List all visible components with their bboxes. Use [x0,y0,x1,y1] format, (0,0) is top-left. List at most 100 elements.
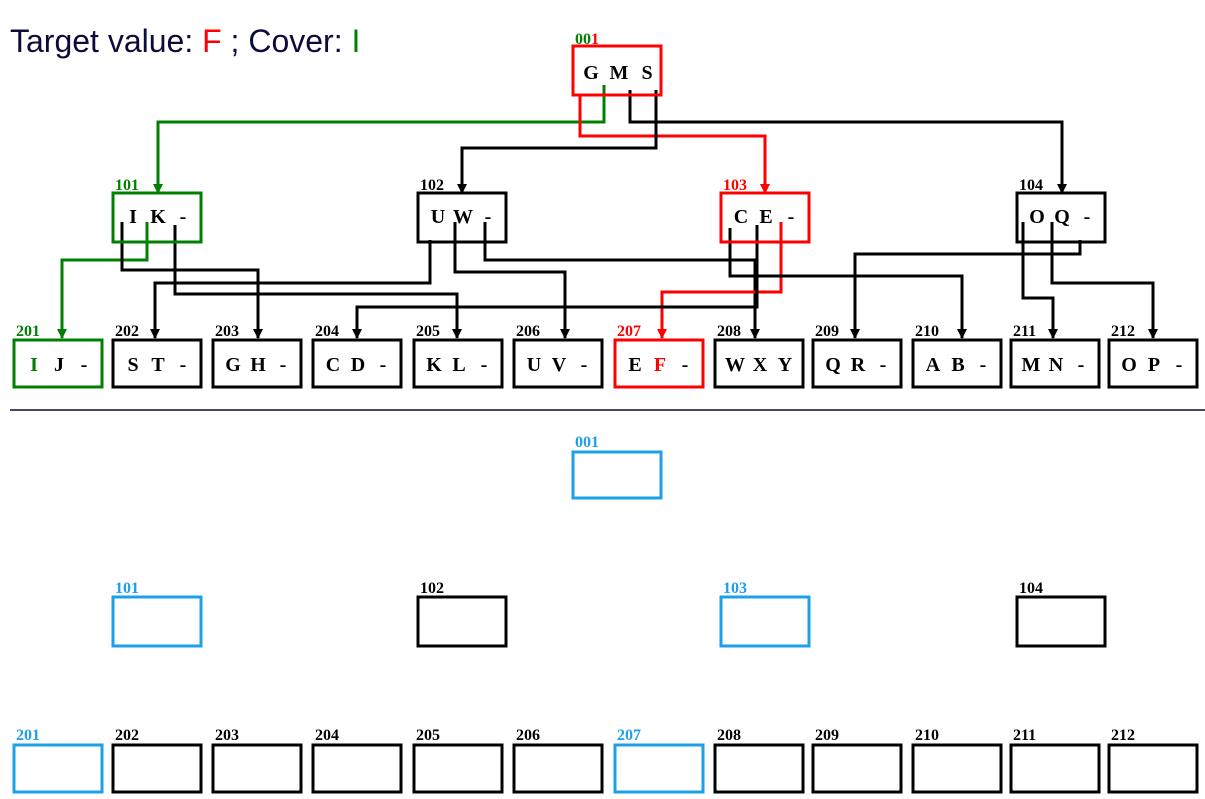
node-id: 001 [575,31,599,48]
edge-root-104 [628,90,1067,194]
node-key: P [1148,354,1160,376]
node-box [416,191,508,244]
node-box [613,338,705,389]
node-key: - [682,354,689,376]
node-key: I [129,206,137,228]
node-id: 206 [516,727,540,744]
upper-root-node: 001 G M S [571,31,663,97]
node-key: C [734,206,748,228]
node-key: K [426,354,442,376]
title-cover-value: I [351,23,360,59]
edge-102-202 [150,240,432,339]
node-key: F [654,354,666,376]
node-key: G [583,62,599,84]
node-key: Y [778,354,793,376]
node-id: 104 [1019,177,1043,194]
node-key: J [54,354,64,376]
node-id: 201 [16,323,40,340]
lower-root-node: 001 [571,434,663,500]
empty-level1-node-102: 102 [416,580,508,648]
node-key: N [1049,354,1064,376]
node-box [811,743,903,794]
empty-leaf-node-210: 210 [911,727,1003,794]
node-id: 204 [315,323,339,340]
edge-104-212 [1050,222,1158,339]
node-key: - [880,354,887,376]
node-key: S [641,62,652,84]
node-id: 207 [617,727,641,744]
node-box [911,338,1003,389]
node-key: K [150,206,166,228]
node-box [211,338,303,389]
edge-103-204 [352,225,759,339]
node-box [713,338,805,389]
node-box [1009,743,1101,794]
title-separator: ; Cover: [231,23,352,59]
node-box [1107,338,1199,389]
node-box [571,44,663,97]
node-key: - [1176,354,1183,376]
node-key: Q [1054,206,1070,228]
node-key: G [225,354,241,376]
node-box [311,338,403,389]
node-key: - [180,206,187,228]
node-box [111,191,203,244]
node-key: - [180,354,187,376]
node-key: - [380,354,387,376]
empty-leaf-node-211: 211 [1009,727,1101,794]
node-id: 102 [420,580,444,597]
node-id: 212 [1111,323,1135,340]
node-id: 210 [915,727,939,744]
node-key: O [1029,206,1045,228]
node-key: D [351,354,365,376]
node-box [1009,338,1101,389]
empty-leaf-node-202: 202 [111,727,203,794]
node-key: - [81,354,88,376]
node-box [719,191,811,244]
empty-leaf-node-209: 209 [811,727,903,794]
edge-104-211 [1021,222,1058,339]
node-id: 211 [1013,323,1036,340]
node-key: L [452,354,465,376]
node-box [1015,191,1107,244]
node-box [412,338,504,389]
node-id: 101 [115,580,139,597]
node-key: H [250,354,266,376]
node-id: 103 [723,580,747,597]
node-id: 203 [215,323,239,340]
edge-root-101 [153,85,606,194]
edge-101-203 [120,222,263,339]
empty-leaf-node-212: 212 [1107,727,1199,794]
node-id: 210 [915,323,939,340]
node-key: - [485,206,492,228]
edge-102-208 [483,222,760,339]
node-key: - [1078,354,1085,376]
node-key: - [481,354,488,376]
node-box [111,743,203,794]
node-box [311,743,403,794]
node-box [512,743,604,794]
empty-leaf-node-204: 204 [311,727,403,794]
node-box [111,338,203,389]
node-id: 203 [215,727,239,744]
node-box [211,743,303,794]
node-id: 206 [516,323,540,340]
empty-leaf-node-208: 208 [713,727,805,794]
empty-leaf-node-201: 201 [12,727,104,794]
edge-104-209 [850,240,1082,339]
node-key: E [759,206,772,228]
node-box [613,743,705,794]
node-id-part1: 00 [575,31,591,48]
node-id: 208 [717,323,741,340]
empty-level1-node-103: 103 [719,580,811,648]
edge-101-205 [173,225,462,339]
